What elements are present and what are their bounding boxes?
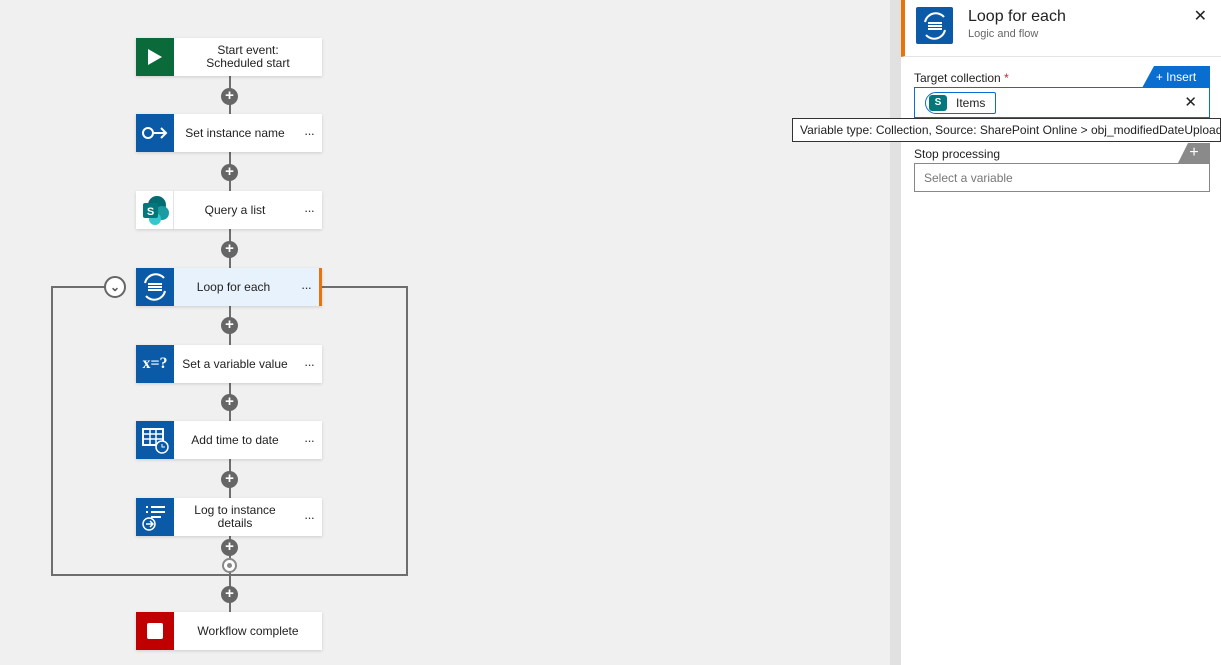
node-label: Log to instance details	[194, 503, 276, 530]
more-options-button[interactable]: ···	[304, 432, 315, 448]
more-options-button[interactable]: ···	[304, 509, 315, 525]
loop-end-marker	[222, 558, 237, 573]
label-text: Target collection	[914, 71, 1001, 85]
variable-icon: x=?	[136, 345, 174, 383]
loop-icon	[916, 7, 953, 44]
loop-border	[51, 286, 106, 288]
add-step-button[interactable]: +	[221, 586, 238, 603]
add-step-button[interactable]: +	[221, 539, 238, 556]
target-collection-field[interactable]: S Items ✕	[914, 87, 1210, 118]
loop-container	[51, 287, 408, 576]
node-query-list[interactable]: S Query a list ···	[136, 191, 322, 229]
loop-border	[322, 286, 408, 288]
connector-line	[229, 76, 231, 612]
insert-button[interactable]: + Insert	[1142, 66, 1210, 88]
panel-subtitle: Logic and flow	[968, 28, 1039, 40]
more-options-button[interactable]: ···	[304, 202, 315, 218]
more-options-button[interactable]: ···	[301, 279, 312, 295]
close-icon[interactable]: ✕	[1193, 8, 1207, 25]
node-log-to-instance[interactable]: Log to instance details ···	[136, 498, 322, 536]
node-workflow-complete[interactable]: Workflow complete	[136, 612, 322, 650]
node-label: Add time to date	[191, 432, 279, 447]
add-step-button[interactable]: +	[221, 241, 238, 258]
add-step-button[interactable]: +	[221, 88, 238, 105]
log-icon	[136, 498, 174, 536]
stop-processing-select[interactable]: Select a variable	[914, 163, 1210, 192]
target-collection-label: Target collection *	[914, 71, 1009, 85]
variable-tooltip: Variable type: Collection, Source: Share…	[792, 118, 1221, 142]
node-label: Set a variable value	[182, 356, 288, 371]
configuration-panel: Loop for each Logic and flow ✕ Target co…	[901, 0, 1221, 665]
add-step-button[interactable]: +	[221, 164, 238, 181]
required-marker: *	[1004, 71, 1009, 85]
workflow-canvas[interactable]: ⌄ Start event: Scheduled start + Set ins…	[0, 0, 890, 665]
node-start-event[interactable]: Start event: Scheduled start	[136, 38, 322, 76]
node-label: Loop for each	[196, 279, 271, 294]
node-label: Query a list	[204, 202, 266, 217]
more-options-button[interactable]: ···	[304, 356, 315, 372]
node-label: Set instance name	[185, 125, 285, 140]
variable-chip[interactable]: S Items	[925, 92, 997, 114]
clear-icon[interactable]: ✕	[1184, 94, 1197, 111]
stop-processing-label: Stop processing	[914, 147, 1001, 161]
collapse-loop-button[interactable]: ⌄	[104, 276, 126, 298]
panel-title: Loop for each	[968, 8, 1066, 25]
node-label: Workflow complete	[197, 623, 299, 638]
add-step-button[interactable]: +	[221, 471, 238, 488]
chip-label: Items	[956, 96, 986, 110]
sharepoint-icon: S	[136, 191, 174, 229]
svg-text:S: S	[146, 206, 153, 218]
panel-resize-handle[interactable]	[890, 0, 901, 665]
add-step-button[interactable]: +	[221, 317, 238, 334]
add-step-button[interactable]: +	[221, 394, 238, 411]
node-add-time-to-date[interactable]: Add time to date ···	[136, 421, 322, 459]
stop-icon	[136, 612, 174, 650]
node-label: Start event: Scheduled start	[206, 43, 290, 70]
more-options-button[interactable]: ···	[304, 125, 315, 141]
play-icon	[136, 38, 174, 76]
node-set-instance-name[interactable]: Set instance name ···	[136, 114, 322, 152]
node-set-variable[interactable]: x=? Set a variable value ···	[136, 345, 322, 383]
node-loop-for-each[interactable]: Loop for each ···	[136, 268, 322, 306]
panel-header: Loop for each Logic and flow ✕	[901, 0, 1221, 57]
loop-icon	[136, 268, 174, 306]
arrow-key-icon	[136, 114, 174, 152]
sharepoint-icon: S	[929, 95, 947, 111]
add-variable-button[interactable]: +	[1178, 143, 1210, 163]
calendar-clock-icon	[136, 421, 174, 459]
